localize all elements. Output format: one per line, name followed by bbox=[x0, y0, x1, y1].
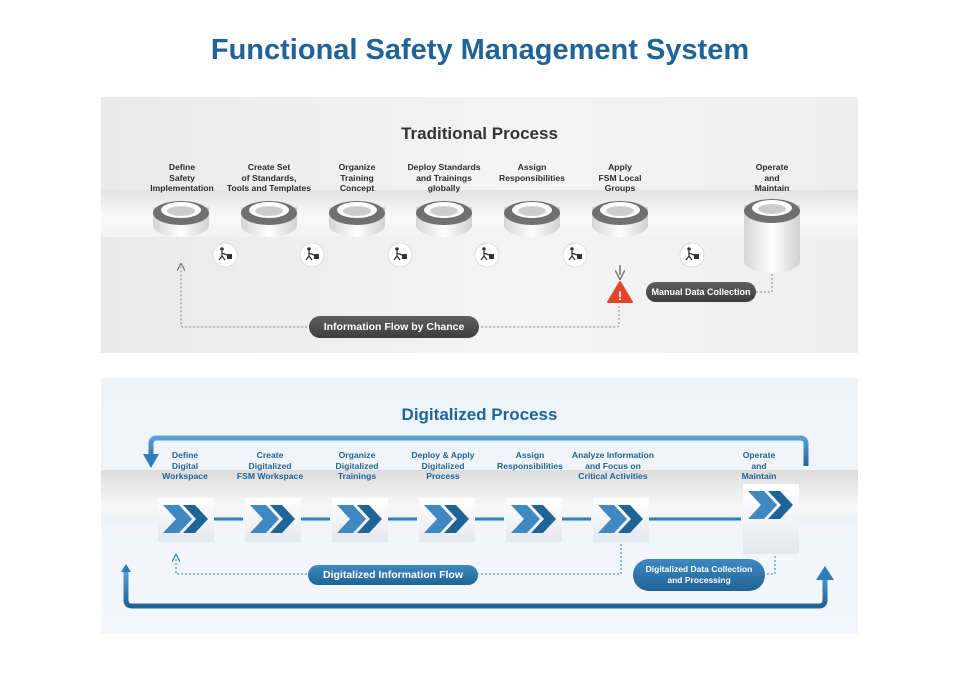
traditional-graphics: ! bbox=[153, 199, 800, 328]
manual-data-collection-label: Manual Data Collection bbox=[646, 282, 756, 302]
worker-icon bbox=[299, 242, 325, 268]
chevron-icon bbox=[743, 484, 799, 554]
trad-step-label: Define Safety Implementation bbox=[150, 162, 214, 193]
dig-step-label: Deploy & Apply Digitalized Process bbox=[411, 450, 475, 481]
dig-step-label: Assign Responsibilities bbox=[497, 450, 563, 471]
trad-step-label: Apply FSM Local Groups bbox=[598, 162, 642, 193]
dig-step-label: Operate and Maintain bbox=[741, 450, 777, 481]
dig-step-label: Define Digital Workspace bbox=[162, 450, 208, 481]
disc-icon bbox=[416, 201, 472, 237]
bottom-loop-arrow bbox=[123, 570, 828, 609]
warning-icon: ! bbox=[607, 281, 633, 303]
trad-step-label: Organize Training Concept bbox=[338, 162, 376, 193]
worker-icon bbox=[212, 242, 238, 268]
dig-step-label: Organize Digitalized Trainings bbox=[335, 450, 379, 481]
disc-icon bbox=[329, 201, 385, 237]
chevron-icon bbox=[158, 498, 214, 542]
top-loop-arrow bbox=[148, 435, 809, 466]
page-title: Functional Safety Management System bbox=[210, 34, 750, 66]
digitalized-graphics bbox=[121, 435, 834, 609]
svg-text:!: ! bbox=[618, 289, 622, 303]
trad-step-label: Assign Responsibilities bbox=[499, 162, 565, 183]
digitalized-information-flow-label: Digitalized Information Flow bbox=[308, 565, 478, 585]
worker-icon bbox=[679, 242, 705, 268]
dig-step-label: Analyze Information and Focus on Critica… bbox=[571, 450, 655, 481]
digitalized-process-panel: Digitalized Process Define Digital Works… bbox=[101, 378, 858, 634]
traditional-process-panel: Traditional Process Define Safety Implem… bbox=[101, 97, 858, 353]
digitalized-title: Digitalized Process bbox=[401, 405, 558, 424]
chevron-icon bbox=[332, 498, 388, 542]
bottom-loop-tail bbox=[121, 564, 131, 572]
information-flow-label: Information Flow by Chance bbox=[309, 316, 479, 338]
dig-step-label: Create Digitalized FSM Workspace bbox=[236, 450, 304, 481]
worker-icon bbox=[562, 242, 588, 268]
traditional-title: Traditional Process bbox=[401, 124, 558, 143]
worker-icon bbox=[387, 242, 413, 268]
chevron-icon bbox=[419, 498, 475, 542]
disc-icon bbox=[592, 201, 648, 237]
disc-icon bbox=[241, 201, 297, 237]
trad-step-label: Create Set of Standards, Tools and Templ… bbox=[226, 162, 312, 193]
chevron-icon bbox=[506, 498, 562, 542]
top-loop-arrowhead bbox=[143, 454, 159, 468]
disc-icon bbox=[153, 201, 209, 237]
trad-step-label: Deploy Standards and Trainings globally bbox=[407, 162, 481, 193]
worker-icon bbox=[474, 242, 500, 268]
chevron-icon bbox=[593, 498, 649, 542]
digitalized-band bbox=[101, 470, 858, 522]
disc-icon bbox=[504, 201, 560, 237]
digitalized-data-collection-label: Digitalized Data Collection and Processi… bbox=[633, 559, 765, 591]
bottom-loop-arrowhead bbox=[816, 566, 834, 580]
trad-step-label: Operate and Maintain bbox=[754, 162, 790, 193]
traditional-band bbox=[101, 190, 858, 237]
disc-icon bbox=[744, 199, 800, 273]
chevron-icon bbox=[245, 498, 301, 542]
